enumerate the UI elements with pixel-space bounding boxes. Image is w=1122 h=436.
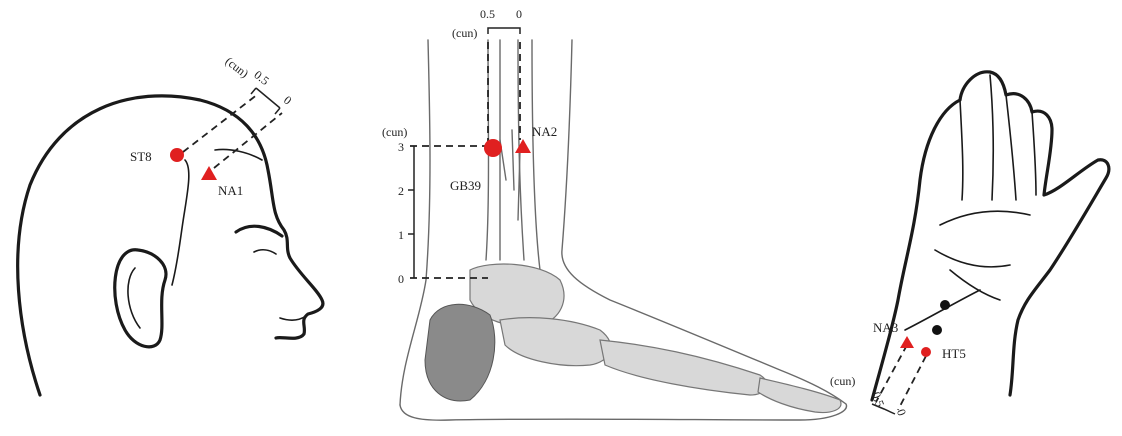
st8-label: ST8 xyxy=(130,149,152,164)
ankle-tick-label-3: 3 xyxy=(398,140,404,154)
na1-label: NA1 xyxy=(218,183,243,198)
hand-unit-label: (cun) xyxy=(830,374,855,388)
head-unit-label: (cun) xyxy=(223,54,252,81)
na3-label: NA3 xyxy=(873,320,898,335)
head-scale-a: 0.5 xyxy=(251,68,271,88)
na3-point-marker xyxy=(900,336,914,348)
mouth xyxy=(280,316,306,320)
head-dash-line-a xyxy=(183,94,258,152)
gb39-point-marker xyxy=(484,139,502,157)
finger-line-1 xyxy=(960,100,963,200)
wrist-point-middle xyxy=(932,325,942,335)
hand-scale-a: 0.5 xyxy=(869,390,887,409)
st8-point-marker xyxy=(170,148,184,162)
leg-back-contour xyxy=(400,40,430,405)
ankle-tick-label-0: 0 xyxy=(398,272,404,286)
head-panel: (cun) 0.5 0 ST8 NA1 xyxy=(18,54,323,395)
ankle-top-bracket xyxy=(488,28,520,34)
phalanges-bones xyxy=(758,378,841,413)
calcaneus-bone xyxy=(425,304,495,401)
eye xyxy=(254,250,276,254)
hand-scale-b: 0 xyxy=(894,407,909,417)
ankle-top-scale-b: 0 xyxy=(516,7,522,21)
tendon-lines xyxy=(500,130,520,220)
ankle-top-scale-a: 0.5 xyxy=(480,7,495,21)
palm-crease-1 xyxy=(940,211,1030,225)
hand-outline xyxy=(872,72,1109,400)
hairline-top xyxy=(215,149,262,160)
ankle-panel: 0.5 0 (cun) (cun) 3 2 1 0 GB39 NA2 xyxy=(382,7,847,420)
na2-label: NA2 xyxy=(532,124,557,139)
finger-line-4 xyxy=(1032,112,1036,195)
hairline xyxy=(172,160,189,285)
na2-point-marker xyxy=(515,139,531,153)
finger-line-2 xyxy=(990,75,993,200)
eyebrow xyxy=(236,226,282,236)
head-bracket-tick-b xyxy=(275,108,280,114)
tibia-line-b xyxy=(532,40,540,270)
ankle-tick-label-1: 1 xyxy=(398,228,404,242)
ht5-point-marker xyxy=(921,347,931,357)
head-bracket-tick-a xyxy=(251,88,256,94)
head-outline xyxy=(18,96,323,395)
finger-line-3 xyxy=(1006,95,1016,200)
ankle-tick-label-2: 2 xyxy=(398,184,404,198)
wrist-point-upper xyxy=(940,300,950,310)
palm-crease-3 xyxy=(950,270,1000,300)
gb39-label: GB39 xyxy=(450,178,481,193)
navicular-bone xyxy=(500,318,611,366)
ear xyxy=(115,250,166,347)
palm-crease-2 xyxy=(935,250,1010,267)
ankle-left-unit: (cun) xyxy=(382,125,407,139)
ht5-label: HT5 xyxy=(942,346,966,361)
wrist-crease xyxy=(905,290,980,330)
head-scale-b: 0 xyxy=(281,93,294,108)
ear-inner xyxy=(128,268,140,328)
hand-dash-line-b xyxy=(898,356,926,410)
ankle-top-unit: (cun) xyxy=(452,26,477,40)
hand-panel: (cun) 0.5 0 NA3 HT5 xyxy=(830,72,1109,418)
metatarsal-bones xyxy=(600,340,767,395)
head-scale-bracket xyxy=(256,88,280,108)
